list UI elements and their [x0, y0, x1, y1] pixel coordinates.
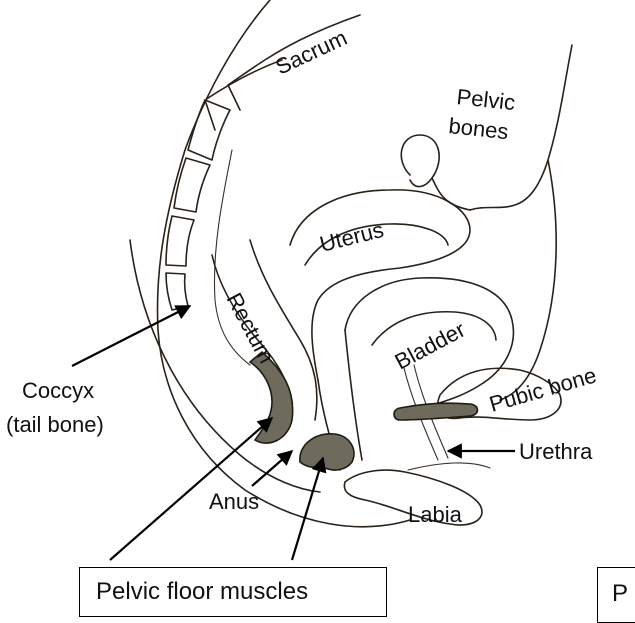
outer-back-outline	[157, 0, 410, 527]
arrow-muscles-right	[292, 458, 323, 560]
label-labia: Labia	[408, 502, 463, 527]
label-rectum: Rectum	[222, 289, 280, 368]
label-pubic-bone: Pubic bone	[486, 362, 599, 416]
label-sacrum: Sacrum	[272, 25, 351, 80]
muscle-perineal-body	[300, 434, 354, 470]
label-bladder: Bladder	[391, 317, 470, 375]
vertebra-3	[166, 216, 194, 266]
caption-pelvic-floor-muscles: Pelvic floor muscles	[79, 567, 387, 617]
ovary-loop	[401, 135, 470, 210]
caption-cut-off: P	[597, 567, 635, 623]
vertebra-1	[188, 100, 230, 160]
label-pelvic-bones-2: bones	[447, 113, 509, 144]
label-pelvic-bones-1: Pelvic	[455, 84, 516, 115]
label-coccyx: Coccyx	[22, 378, 94, 403]
label-urethra: Urethra	[519, 439, 593, 464]
label-anus: Anus	[209, 489, 259, 514]
vertebra-4	[166, 273, 188, 310]
label-tail-bone: (tail bone)	[6, 412, 104, 437]
arrow-coccyx	[72, 306, 190, 366]
labia-fold	[408, 463, 490, 470]
label-uterus: Uterus	[317, 217, 386, 257]
